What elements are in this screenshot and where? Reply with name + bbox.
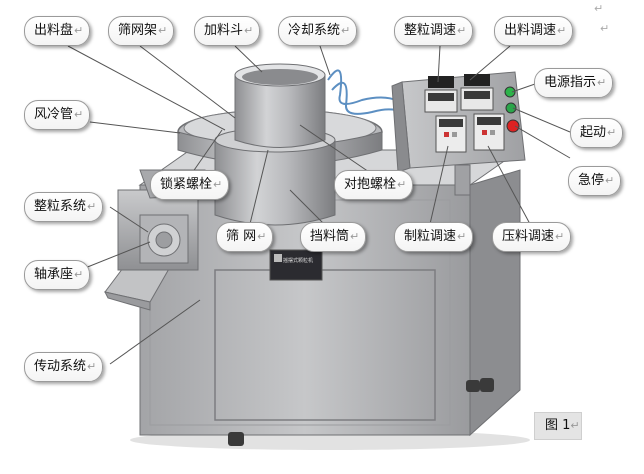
return-mark: ↵ (74, 268, 84, 281)
callout-label: 冷却系统 (288, 23, 341, 38)
callout-clamp-bolt: 对抱螺栓↵ (334, 170, 414, 200)
callout-label: 出料盘 (34, 23, 74, 38)
callout-sizing-system: 整粒系统↵ (24, 192, 104, 222)
return-mark: ↵ (570, 419, 580, 432)
return-mark: ↵ (605, 174, 615, 187)
callout-label: 对抱螺栓 (344, 177, 397, 192)
callout-transmission-system: 传动系统↵ (24, 352, 104, 382)
callout-label: 压料调速 (502, 229, 555, 244)
callout-label: 锁紧螺栓 (160, 177, 213, 192)
return-mark: ↵ (607, 126, 617, 139)
return-mark: ↵ (350, 230, 360, 243)
return-mark: ↵ (457, 230, 467, 243)
return-mark: ↵ (557, 24, 567, 37)
leader-lines (67, 45, 571, 365)
callout-emergency-stop: 急停↵ (568, 166, 622, 196)
return-mark: ↵ (74, 24, 84, 37)
return-mark: ↵ (74, 108, 84, 121)
return-mark: ↵ (244, 24, 254, 37)
callout-label: 轴承座 (34, 267, 74, 282)
callout-granulation-speed: 制粒调速↵ (394, 222, 474, 252)
callout-label: 出料调速 (504, 23, 557, 38)
callout-cooling-system: 冷却系统↵ (278, 16, 358, 46)
callout-label: 起动 (580, 125, 607, 140)
figure-caption: 图 1↵ (534, 412, 582, 440)
return-mark: ↵ (397, 178, 407, 191)
callout-screen-mesh: 筛 网↵ (216, 222, 274, 252)
callout-discharge-speed: 出料调速↵ (494, 16, 574, 46)
callout-label: 电源指示 (544, 75, 597, 90)
callout-locking-bolt: 锁紧螺栓↵ (150, 170, 230, 200)
return-mark: ↵ (87, 200, 97, 213)
callout-air-cooling-pipe: 风冷管↵ (24, 100, 91, 130)
paragraph-mark: ↵ (600, 22, 610, 35)
return-mark: ↵ (555, 230, 565, 243)
callout-label: 急停 (578, 173, 605, 188)
callout-output-tray: 出料盘↵ (24, 16, 91, 46)
return-mark: ↵ (213, 178, 223, 191)
return-mark: ↵ (597, 76, 607, 89)
callout-sizing-speed: 整粒调速↵ (394, 16, 474, 46)
callout-retaining-drum: 挡料筒↵ (300, 222, 367, 252)
callout-start: 起动↵ (570, 118, 624, 148)
callout-label: 筛 网 (226, 229, 257, 244)
callout-label: 传动系统 (34, 359, 87, 374)
return-mark: ↵ (257, 230, 267, 243)
callout-power-indicator: 电源指示↵ (534, 68, 614, 98)
return-mark: ↵ (87, 360, 97, 373)
callout-label: 筛网架 (118, 23, 158, 38)
return-mark: ↵ (158, 24, 168, 37)
paragraph-mark: ↵ (594, 2, 604, 15)
callout-label: 风冷管 (34, 107, 74, 122)
callout-label: 加料斗 (204, 23, 244, 38)
return-mark: ↵ (457, 24, 467, 37)
callout-label: 整粒调速 (404, 23, 457, 38)
callout-label: 整粒系统 (34, 199, 87, 214)
return-mark: ↵ (341, 24, 351, 37)
callout-label: 制粒调速 (404, 229, 457, 244)
callout-feed-hopper: 加料斗↵ (194, 16, 261, 46)
figure-caption-text: 图 1 (545, 418, 571, 433)
control-box (391, 71, 526, 196)
callout-press-speed: 压料调速↵ (492, 222, 572, 252)
callout-bearing-seat: 轴承座↵ (24, 260, 91, 290)
feed-hopper (234, 63, 326, 148)
machine-nameplate: 摇摆式颗粒机 (283, 257, 313, 264)
callout-screen-frame: 筛网架↵ (108, 16, 175, 46)
callout-label: 挡料筒 (310, 229, 350, 244)
